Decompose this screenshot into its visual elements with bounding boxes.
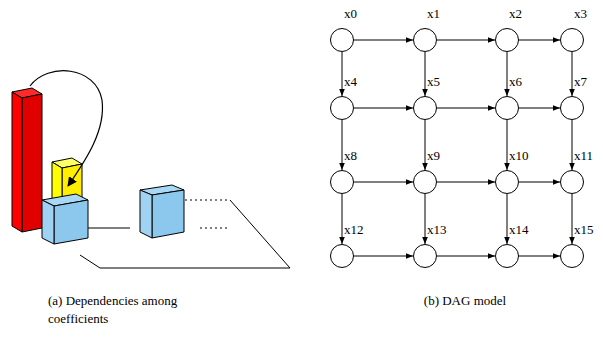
dag-node: x5: [413, 96, 437, 120]
variable-label: x2: [509, 7, 522, 20]
node-circle: [413, 244, 437, 268]
dag-node: x3: [560, 28, 584, 52]
dag-arrow: [354, 40, 413, 41]
variable-label: x13: [427, 223, 447, 236]
dag-arrow: [342, 194, 343, 244]
node-circle: [560, 170, 584, 194]
base-plane: [80, 200, 290, 268]
dag-arrow: [572, 120, 573, 170]
node-circle: [560, 244, 584, 268]
node-circle: [560, 96, 584, 120]
variable-label: x7: [574, 75, 587, 88]
dependency-arrow: [30, 71, 103, 186]
dag-node: x13: [413, 244, 437, 268]
dag-node: x10: [495, 170, 519, 194]
node-circle: [413, 28, 437, 52]
variable-label: x8: [344, 149, 357, 162]
dag-arrow: [425, 194, 426, 244]
node-circle: [330, 244, 354, 268]
dag-arrow: [572, 52, 573, 96]
node-circle: [495, 28, 519, 52]
red-bar: [12, 88, 42, 232]
dag-arrow: [572, 194, 573, 244]
figure-caption: (a) Dependencies among coefficients: [48, 292, 208, 327]
dag-arrow: [342, 52, 343, 96]
variable-label: x15: [574, 223, 594, 236]
dag-node: x9: [413, 170, 437, 194]
dag-arrow: [507, 120, 508, 170]
dag-arrow: [519, 108, 560, 109]
node-circle: [330, 170, 354, 194]
variable-label: x4: [344, 75, 357, 88]
dag-node: x2: [495, 28, 519, 52]
dag-arrow: [519, 256, 560, 257]
dag-arrow: [342, 120, 343, 170]
blue-cube: [140, 185, 184, 238]
variable-label: x0: [344, 7, 357, 20]
node-circle: [413, 170, 437, 194]
node-circle: [330, 96, 354, 120]
dag-node: x15: [560, 244, 584, 268]
variable-label: x9: [427, 149, 440, 162]
dag-arrow: [437, 108, 495, 109]
dag-arrow: [507, 52, 508, 96]
variable-label: x12: [344, 223, 364, 236]
dag-node: x8: [330, 170, 354, 194]
variable-label: x11: [574, 149, 593, 162]
dag-node: x0: [330, 28, 354, 52]
dag-arrow: [354, 108, 413, 109]
node-circle: [495, 96, 519, 120]
variable-label: x10: [509, 149, 529, 162]
variable-label: x3: [574, 7, 587, 20]
figure-caption: (b) DAG model: [380, 292, 550, 310]
dag-node: x6: [495, 96, 519, 120]
variable-label: x14: [509, 223, 529, 236]
dag-arrow: [354, 182, 413, 183]
dag-arrow: [519, 182, 560, 183]
dag-arrow: [354, 256, 413, 257]
dag-arrow: [437, 40, 495, 41]
node-circle: [413, 96, 437, 120]
dag-arrow: [507, 194, 508, 244]
variable-label: x6: [509, 75, 522, 88]
dag-node: x12: [330, 244, 354, 268]
dag-node: x11: [560, 170, 584, 194]
blue-cube: [42, 194, 88, 244]
dag-arrow: [425, 120, 426, 170]
node-circle: [560, 28, 584, 52]
node-circle: [330, 28, 354, 52]
node-circle: [495, 244, 519, 268]
dag-node: x14: [495, 244, 519, 268]
node-circle: [495, 170, 519, 194]
dag-arrow: [425, 52, 426, 96]
dag-arrow: [437, 256, 495, 257]
variable-label: x5: [427, 75, 440, 88]
dag-node: x7: [560, 96, 584, 120]
variable-label: x1: [427, 7, 440, 20]
dag-node: x4: [330, 96, 354, 120]
dag-arrow: [519, 40, 560, 41]
dag-arrow: [437, 182, 495, 183]
dag-node: x1: [413, 28, 437, 52]
